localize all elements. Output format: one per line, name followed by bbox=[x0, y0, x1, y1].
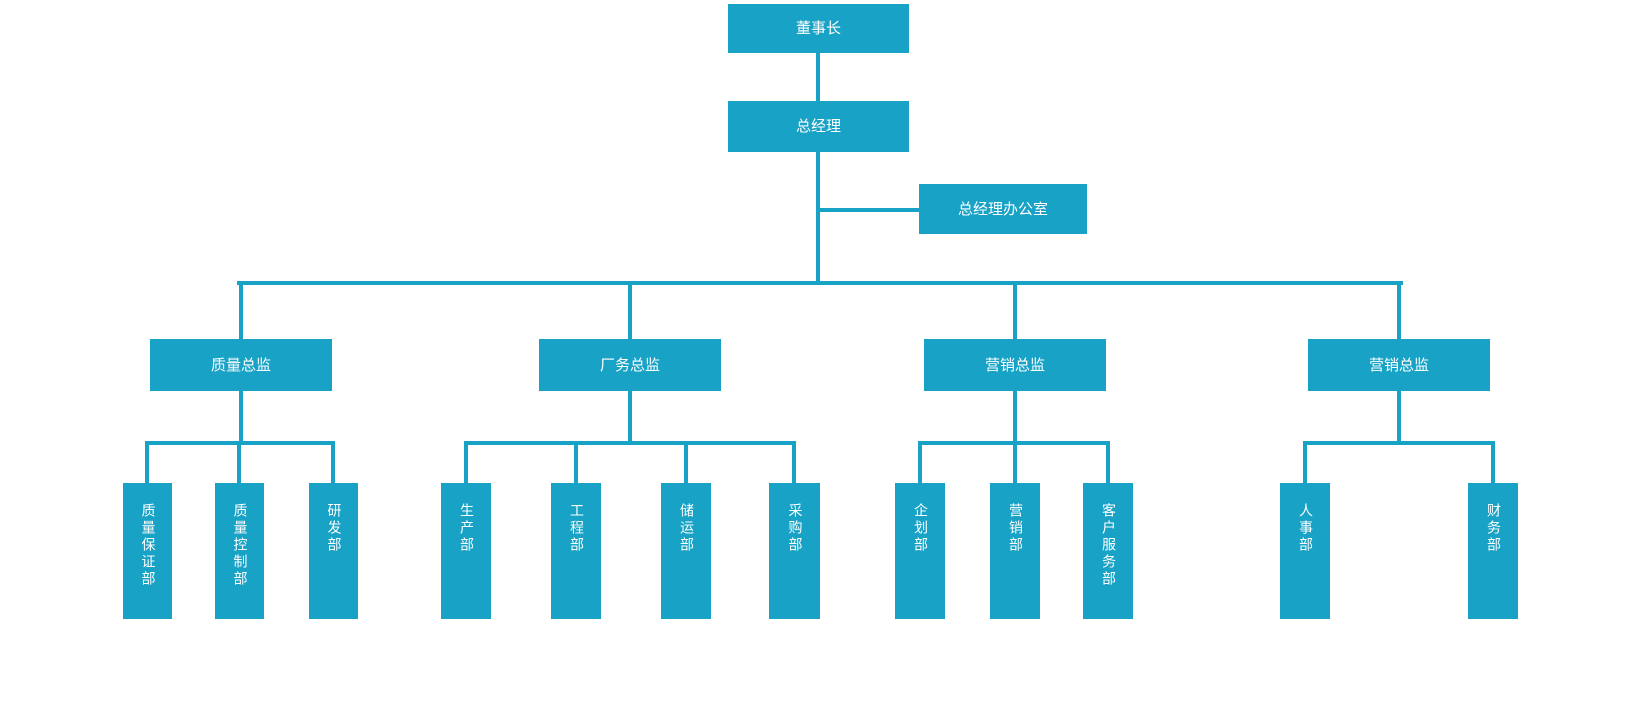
org-node-gm-office: 总经理办公室 bbox=[919, 184, 1087, 234]
connector-drop-dept bbox=[464, 445, 468, 483]
connector-drop-dept bbox=[1013, 445, 1017, 483]
org-node-director: 营销总监 bbox=[924, 339, 1106, 391]
connector-main-horizontal bbox=[237, 281, 1403, 285]
connector-drop-director-4 bbox=[1397, 285, 1401, 339]
connector-children-horizontal-1 bbox=[145, 441, 335, 445]
org-node-department: 研发部 bbox=[309, 483, 358, 619]
connector-drop-director-1 bbox=[239, 285, 243, 339]
connector-drop-dept bbox=[1303, 445, 1307, 483]
connector-stub-group-4 bbox=[1397, 391, 1401, 441]
org-node-department: 采购部 bbox=[769, 483, 820, 619]
connector-drop-dept bbox=[792, 445, 796, 483]
connector-drop-dept bbox=[331, 445, 335, 483]
connector-stub-group-2 bbox=[628, 391, 632, 441]
org-node-department: 财务部 bbox=[1468, 483, 1518, 619]
org-node-department: 储运部 bbox=[661, 483, 711, 619]
org-node-department: 生产部 bbox=[441, 483, 491, 619]
connector-drop-dept bbox=[684, 445, 688, 483]
org-node-department: 企划部 bbox=[895, 483, 945, 619]
connector-children-horizontal-2 bbox=[464, 441, 796, 445]
org-node-chairman: 董事长 bbox=[728, 4, 909, 53]
connector-stub-group-1 bbox=[239, 391, 243, 441]
org-node-department: 人事部 bbox=[1280, 483, 1330, 619]
org-node-director: 厂务总监 bbox=[539, 339, 721, 391]
org-node-director: 质量总监 bbox=[150, 339, 332, 391]
connector-chairman-gm bbox=[816, 53, 820, 101]
org-node-department: 客户服务部 bbox=[1083, 483, 1133, 619]
connector-drop-director-3 bbox=[1013, 285, 1017, 339]
connector-drop-dept bbox=[574, 445, 578, 483]
connector-stub-group-3 bbox=[1013, 391, 1017, 441]
connector-children-horizontal-3 bbox=[918, 441, 1110, 445]
connector-drop-director-2 bbox=[628, 285, 632, 339]
org-node-general-manager: 总经理 bbox=[728, 101, 909, 152]
org-node-director: 营销总监 bbox=[1308, 339, 1490, 391]
connector-gm-main bbox=[816, 152, 820, 285]
connector-drop-dept bbox=[1491, 445, 1495, 483]
org-node-department: 工程部 bbox=[551, 483, 601, 619]
connector-children-horizontal-4 bbox=[1303, 441, 1495, 445]
connector-gm-office bbox=[816, 208, 919, 212]
connector-drop-dept bbox=[145, 445, 149, 483]
org-node-department: 质量控制部 bbox=[215, 483, 264, 619]
connector-drop-dept bbox=[237, 445, 241, 483]
org-node-department: 营销部 bbox=[990, 483, 1040, 619]
org-node-department: 质量保证部 bbox=[123, 483, 172, 619]
connector-drop-dept bbox=[1106, 445, 1110, 483]
connector-drop-dept bbox=[918, 445, 922, 483]
